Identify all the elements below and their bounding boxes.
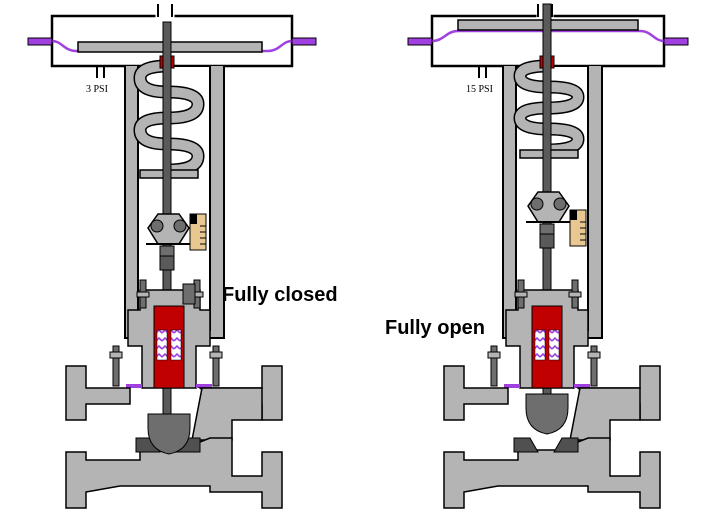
- valve-body: [443, 365, 661, 509]
- body-gasket: [504, 384, 590, 388]
- valve-closed: 3 PSI: [27, 3, 317, 509]
- valve-open: 15 PSI: [407, 3, 689, 509]
- packing: [531, 305, 563, 389]
- travel-scale: [189, 213, 207, 251]
- body-gasket: [126, 384, 212, 388]
- stem-connector: [526, 191, 574, 249]
- packing: [153, 305, 185, 389]
- stem-connector: [146, 213, 194, 271]
- travel-scale: [569, 209, 587, 247]
- valve-seat: [513, 437, 579, 453]
- signal-port: [96, 66, 105, 78]
- signal-port: [478, 66, 487, 78]
- pressure-label: 3 PSI: [86, 84, 108, 95]
- caption-fully-closed: Fully closed: [222, 284, 338, 306]
- body-bolts: [487, 345, 601, 387]
- body-bolts: [109, 345, 223, 387]
- caption-fully-open: Fully open: [385, 317, 485, 339]
- valve-plug: [147, 413, 191, 455]
- pressure-label: 15 PSI: [466, 84, 493, 95]
- valve-plug: [525, 393, 569, 435]
